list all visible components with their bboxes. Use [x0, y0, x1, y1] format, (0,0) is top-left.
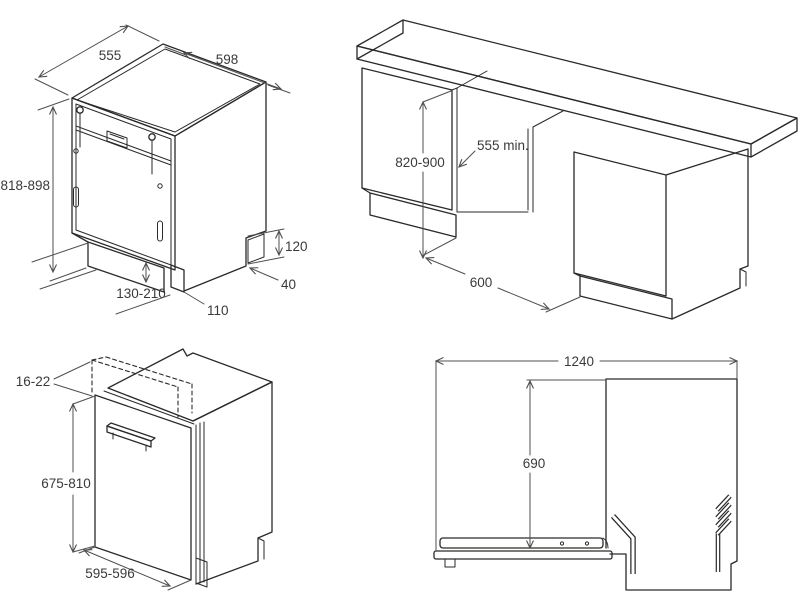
plinth-step: [71, 232, 89, 243]
dishwasher-overall-dimensions-drawing: 555 598 818-898 120 40 130-210 110: [0, 24, 308, 318]
dim-label-plinth-depth: 110: [207, 303, 229, 318]
dim-label-rear-recess-height: 120: [285, 239, 308, 254]
worktop-front-edge: [356, 45, 752, 158]
right-cabinet-plinth: [579, 275, 673, 320]
fixing-hole: [157, 183, 163, 189]
rear-foot: [257, 537, 265, 560]
right-cabinet-plinth-step: [573, 272, 581, 277]
inlet-hose-coil: [715, 494, 732, 572]
open-door-clearance-drawing: 1240 690: [433, 354, 739, 591]
mounting-screw-icon: [76, 106, 84, 114]
dishwasher-with-panel: [91, 348, 273, 588]
niche-right-wall: [527, 110, 564, 213]
control-panel-strip: [75, 125, 172, 166]
mounting-screw-icon: [148, 133, 156, 141]
drain-hose: [610, 514, 636, 574]
dim-label-rear-recess-depth: 40: [281, 277, 296, 292]
left-cabinet-plinth: [369, 192, 457, 238]
worktop-left-end: [356, 19, 404, 60]
door-tab: [444, 558, 456, 568]
niche-dimensions-drawing: 820-900 555 min. 600: [356, 19, 798, 320]
door-bottom-edge: [195, 557, 208, 588]
dimension-annotations: 555 598 818-898 120 40 130-210 110: [0, 24, 308, 318]
open-door: [433, 537, 613, 568]
worktop-right-end: [750, 117, 798, 158]
left-cabinet-plinth-step: [361, 187, 371, 194]
side-face: [174, 81, 267, 292]
door-inset: [75, 103, 172, 266]
kitchen-counter: [356, 19, 798, 320]
dim-label-panel-width: 595-596: [85, 566, 135, 581]
right-cabinet-rear-foot: [739, 268, 747, 287]
furniture-panel-drawing: 16-22 675-810 595-596: [16, 348, 273, 591]
body-outline: [605, 378, 738, 591]
dim-label-niche-depth: 555 min.: [477, 138, 529, 153]
dimension-annotations: 16-22 675-810 595-596: [16, 361, 192, 591]
dim-label-open-depth: 1240: [564, 354, 594, 369]
top-face: [107, 348, 273, 422]
right-cabinet-side: [665, 148, 749, 320]
furniture-door-panel: [94, 394, 192, 581]
dim-label-top-depth: 555: [99, 48, 122, 63]
dim-label-clearance-height: 690: [523, 456, 546, 471]
dim-label-niche-width: 600: [470, 275, 493, 290]
dim-label-panel-height: 675-810: [41, 476, 91, 491]
dim-label-plinth-height: 130-210: [116, 286, 166, 301]
front-face: [71, 97, 176, 271]
dimension-annotations: 1240 690: [434, 354, 739, 552]
dishwasher-body: [71, 43, 267, 293]
side-slot: [157, 220, 163, 242]
dim-label-top-width: 598: [216, 52, 239, 67]
side-slot: [73, 186, 79, 208]
door-top-edge: [103, 390, 195, 425]
right-cabinet-front: [573, 151, 667, 297]
dimension-annotations: 820-900 555 min. 600: [395, 90, 581, 313]
left-cabinet-front: [361, 67, 453, 211]
side-face: [192, 381, 273, 585]
panel-raised-position-dashed: [91, 356, 193, 418]
door-handle: [106, 422, 156, 452]
niche-left-wall: [451, 70, 488, 213]
plinth-panel: [87, 241, 165, 293]
dim-label-panel-thickness: 16-22: [16, 374, 51, 389]
dishwasher-side-view: [433, 378, 738, 591]
rear-foot: [247, 233, 265, 264]
dim-label-height: 818-898: [0, 178, 50, 193]
dispenser-recess: [106, 130, 128, 149]
fixing-hole: [73, 148, 79, 154]
dim-label-niche-height: 820-900: [395, 155, 445, 170]
